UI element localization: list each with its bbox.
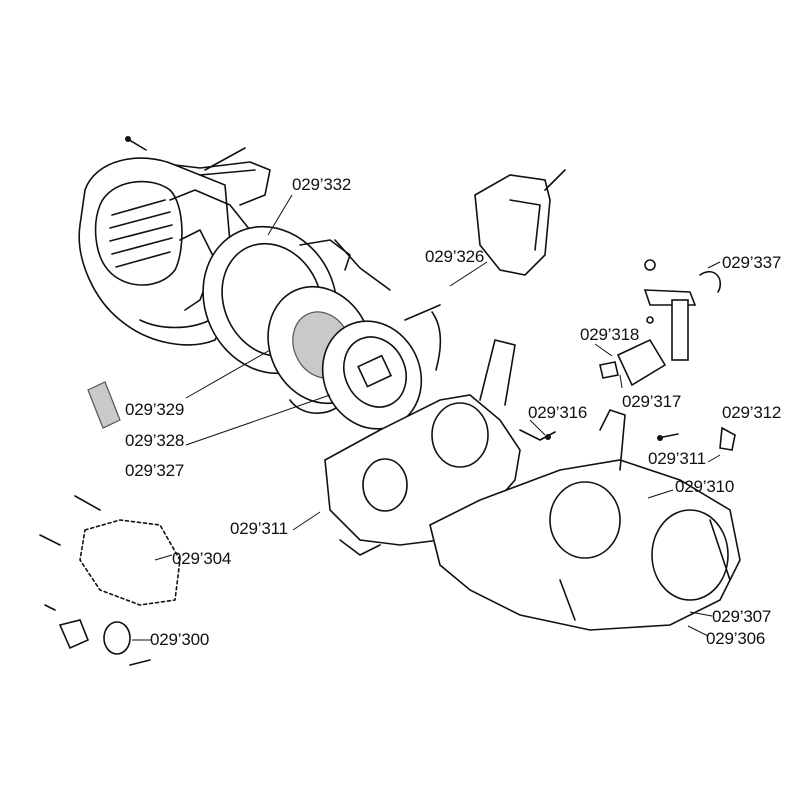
label-029311-a: 029’311 bbox=[648, 449, 706, 468]
label-029317: 029’317 bbox=[622, 392, 681, 411]
screw-top bbox=[125, 136, 147, 151]
screw-312 bbox=[719, 426, 736, 451]
label-029328: 029’328 bbox=[125, 431, 184, 450]
label-029310: 029’310 bbox=[675, 477, 734, 496]
flywheel-magneto bbox=[321, 304, 442, 430]
label-029332: 029’332 bbox=[292, 175, 351, 194]
label-029311-b: 029’311 bbox=[230, 519, 288, 538]
label-029318: 029’318 bbox=[580, 325, 639, 344]
label-029312: 029’312 bbox=[722, 403, 781, 422]
spring-plate bbox=[599, 316, 667, 387]
fan-shroud bbox=[78, 147, 271, 346]
wiring-grommet bbox=[519, 429, 556, 441]
label-029304: 029’304 bbox=[172, 549, 231, 568]
head-cover bbox=[474, 169, 566, 276]
right-crankcase bbox=[429, 409, 741, 631]
nipple-tube bbox=[87, 381, 121, 429]
leader-lines bbox=[132, 194, 721, 641]
label-029307: 029’307 bbox=[712, 607, 771, 626]
label-029337: 029’337 bbox=[722, 253, 781, 272]
label-029316: 029’316 bbox=[528, 403, 587, 422]
gear-selector bbox=[643, 259, 722, 361]
label-029326: 029’326 bbox=[425, 247, 484, 266]
label-029327: 029’327 bbox=[125, 461, 184, 480]
screw-311a bbox=[657, 433, 679, 441]
label-029329: 029’329 bbox=[125, 400, 184, 419]
shroud-grille bbox=[109, 199, 173, 268]
label-029306: 029’306 bbox=[706, 629, 765, 648]
intake-manifold bbox=[39, 495, 181, 666]
label-029300: 029’300 bbox=[150, 630, 209, 649]
